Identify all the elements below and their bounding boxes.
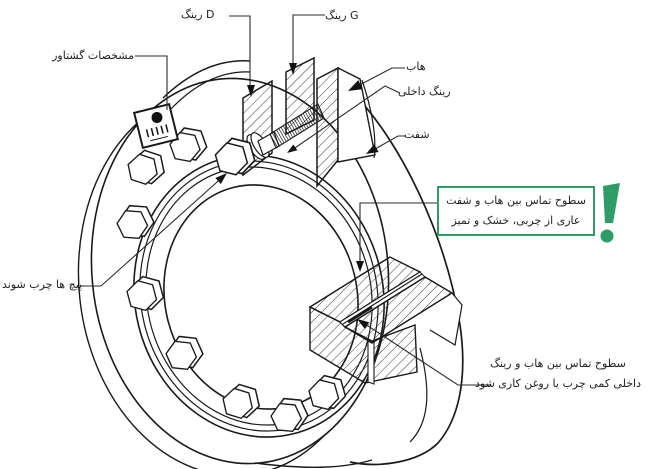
arrow-hub	[348, 80, 363, 91]
leader-torque	[135, 55, 168, 110]
note-line-2: داخلی کمی چرب یا روغن کاری شود	[474, 377, 641, 390]
leader-bolts-grease	[80, 173, 227, 287]
arrow-warning	[356, 261, 364, 272]
bolts-grease-label: پیچ ها چرب شوند	[2, 278, 83, 291]
hub-cut-side-face	[337, 66, 376, 163]
arrow-ring-d	[247, 85, 255, 97]
inner-ring-label: رینگ داخلی	[398, 85, 451, 98]
exclamation-icon	[600, 183, 620, 243]
leader-ring-d	[229, 15, 251, 86]
ring-d-label: رینگ D	[181, 8, 215, 21]
arrow-inner-ring	[287, 144, 298, 153]
arrow-note	[357, 319, 370, 329]
leader-note	[358, 319, 491, 386]
upper-section-cut	[162, 56, 376, 189]
shaft-label: شفت	[404, 128, 430, 141]
warning-box: سطوح تماس بین هاب و شفت عاری از چربی، خش…	[437, 186, 595, 236]
arrow-bolts-grease	[215, 173, 227, 184]
leader-shaft	[367, 135, 406, 154]
leader-ring-g	[292, 14, 325, 64]
hub-label: هاب	[406, 60, 426, 73]
leader-inner-ring	[288, 85, 401, 153]
note-line-1: سطوح تماس بین هاب و رینگ	[490, 357, 626, 370]
lower-section-cut	[308, 256, 463, 385]
leader-warning	[359, 202, 437, 262]
warning-line-1: سطوح تماس بین هاب و شفت	[446, 194, 586, 207]
warning-line-2: عاری از چربی، خشک و تمیز	[451, 214, 581, 227]
ring-g-label: رینگ G	[325, 9, 359, 22]
clamping-bolt	[213, 103, 325, 177]
bolt-threads	[269, 103, 325, 149]
torque-plate	[132, 102, 180, 150]
leader-hub	[349, 67, 405, 91]
leader-arrowheads	[215, 63, 379, 329]
hub-inner-ring-note: سطوح تماس بین هاب و رینگ داخلی کمی چرب ی…	[466, 354, 650, 394]
arrow-ring-g	[289, 63, 297, 75]
torque-spec-label: مشخصات گشتاور	[52, 49, 134, 62]
leader-lines	[80, 14, 491, 386]
inner-ring-collar	[133, 154, 385, 438]
hub-body	[254, 67, 464, 468]
arrow-shaft	[366, 144, 379, 154]
